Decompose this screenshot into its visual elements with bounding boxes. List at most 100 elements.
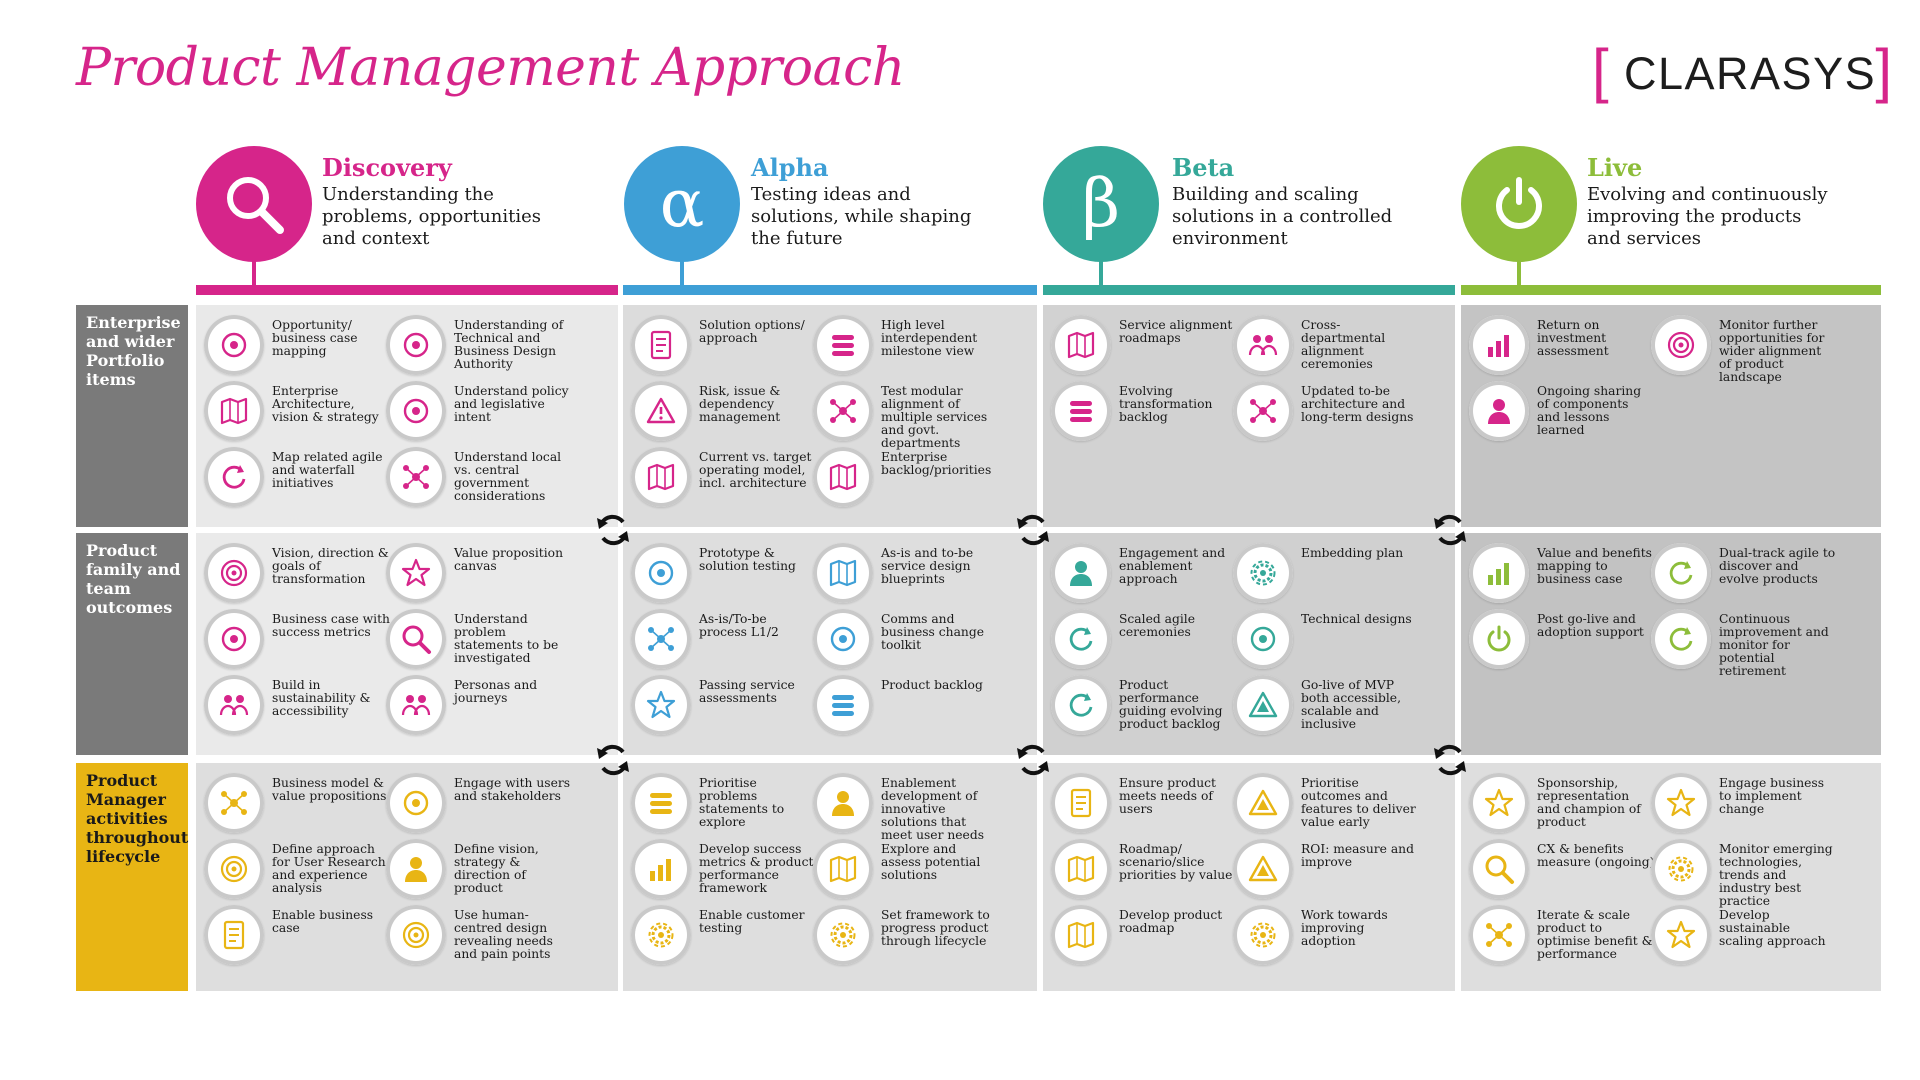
mortarboard-icon (1469, 381, 1529, 441)
money-icon (204, 609, 264, 669)
chip-icon (1651, 839, 1711, 899)
bank-icon (386, 315, 446, 375)
item-label: Understanding of Technical and Business … (454, 318, 564, 371)
item-label: Personas and journeys (454, 678, 538, 705)
gear-cycle-icon-glyph (830, 922, 856, 948)
item-label: Test modular alignment of multiple servi… (881, 384, 988, 450)
cycle-arrows-icon (1017, 514, 1049, 546)
badge-icon (631, 675, 691, 735)
clipboard-icon (1051, 773, 1111, 833)
item-discovery-1-0: Vision, direction & goals of transformat… (204, 543, 389, 603)
panel-discovery-row-1: Vision, direction & goals of transformat… (196, 533, 618, 755)
list-icon (813, 675, 873, 735)
bank-icon-glyph (403, 332, 429, 358)
dartboard-icon (386, 905, 446, 965)
map-pin-icon-glyph (1067, 921, 1095, 949)
people-icon-glyph (219, 695, 249, 716)
item-alpha-0-5: Enterprise backlog/priorities (813, 447, 993, 507)
item-label: Enablement development of innovative sol… (881, 776, 985, 842)
item-live-1-3: Continuous improvement and monitor for p… (1651, 609, 1831, 678)
item-label: Understand policy and legislative intent (454, 384, 569, 424)
item-live-0-2: Ongoing sharing of components and lesson… (1469, 381, 1649, 441)
chess-icon-glyph (405, 857, 427, 882)
item-live-1-1: Dual-track agile to discover and evolve … (1651, 543, 1835, 603)
butterfly-icon (1651, 773, 1711, 833)
trophy-icon (1469, 773, 1529, 833)
panel-live-row-2: Sponsorship, representation and champion… (1461, 763, 1881, 991)
map-icon-glyph (1067, 855, 1095, 883)
cycle-arrows-icon (1017, 744, 1049, 776)
item-label: Prioritise problems statements to explor… (699, 776, 785, 829)
phase-live-description: Evolving and continuously improving the … (1587, 184, 1828, 249)
item-label: Prioritise outcomes and features to deli… (1301, 776, 1416, 829)
item-label: Product performance guiding evolving pro… (1119, 678, 1223, 731)
design-icon-glyph (829, 559, 857, 587)
item-beta-0-3: Updated to-be architecture and long-term… (1233, 381, 1413, 441)
item-label: Ongoing sharing of components and lesson… (1537, 384, 1642, 437)
item-label: Set framework to progress product throug… (881, 908, 990, 948)
phase-live-bar (1461, 285, 1881, 295)
mortarboard-icon-glyph (1488, 399, 1510, 424)
person-growth-icon-glyph (1488, 335, 1509, 357)
item-live-0-1: Monitor further opportunities for wider … (1651, 315, 1831, 384)
map-icon (1051, 839, 1111, 899)
item-label: Cross-departmental alignment ceremonies (1301, 318, 1386, 371)
phase-discovery-circle (196, 146, 312, 262)
laptop-icon-glyph (648, 560, 674, 586)
dartboard-icon-glyph (402, 921, 430, 949)
phase-alpha-title: Alpha (751, 153, 829, 182)
item-alpha-2-5: Set framework to progress product throug… (813, 905, 993, 965)
desk-icon (1233, 609, 1293, 669)
dual-track-icon-glyph (1669, 561, 1693, 585)
item-label: Enterprise backlog/priorities (881, 450, 992, 477)
cycle-arrows-icon (597, 744, 629, 776)
signpost-icon-glyph (829, 463, 857, 491)
megaphone-icon (813, 609, 873, 669)
triangle-icon (1233, 675, 1293, 735)
item-live-2-3: Monitor emerging technologies, trends an… (1651, 839, 1833, 908)
item-label: Roadmap/ scenario/slice priorities by va… (1119, 842, 1233, 882)
item-label: Risk, issue & dependency management (699, 384, 781, 424)
warning-icon (631, 381, 691, 441)
item-beta-2-5: Work towards improving adoption (1233, 905, 1413, 965)
butterfly-icon-glyph (1666, 788, 1696, 817)
item-discovery-1-2: Business case with success metrics (204, 609, 390, 669)
item-label: Evolving transformation backlog (1119, 384, 1213, 424)
user-target-icon (204, 839, 264, 899)
item-label: Develop sustainable scaling approach (1719, 908, 1826, 948)
power-icon-glyph (1487, 625, 1511, 652)
item-label: Define approach for User Research and ex… (272, 842, 386, 895)
item-label: Go-live of MVP both accessible, scalable… (1301, 678, 1401, 731)
blueprint-icon-glyph (647, 463, 675, 491)
item-label: Solution options/ approach (699, 318, 805, 345)
triangle-icon-glyph (1248, 691, 1278, 718)
item-beta-1-4: Product performance guiding evolving pro… (1051, 675, 1231, 735)
item-alpha-0-4: Current vs. target operating model, incl… (631, 447, 811, 507)
cycle-icon-glyph (1069, 693, 1093, 717)
row-label-2: Product Manager activities throughout li… (76, 763, 188, 991)
item-label: Comms and business change toolkit (881, 612, 984, 652)
item-label: Engage with users and stakeholders (454, 776, 571, 803)
cycle-icon (1051, 675, 1111, 735)
item-label: Passing service assessments (699, 678, 795, 705)
row-label-0: Enterprise and wider Portfolio items (76, 305, 188, 527)
item-beta-0-1: Cross-departmental alignment ceremonies (1233, 315, 1413, 375)
item-discovery-2-0: Business model & value propositions (204, 773, 387, 833)
phase-discovery-description: Understanding the problems, opportunitie… (322, 184, 542, 249)
smiley-icon-glyph (401, 558, 431, 587)
phase-alpha-description: Testing ideas and solutions, while shapi… (751, 184, 972, 249)
globe-icon-glyph (1667, 331, 1695, 359)
item-live-2-5: Develop sustainable scaling approach (1651, 905, 1831, 965)
map-pin-icon (1051, 905, 1111, 965)
gantt-icon-glyph (832, 335, 854, 356)
item-discovery-0-1: Understanding of Technical and Business … (386, 315, 566, 375)
gear-cycle-icon (813, 905, 873, 965)
item-discovery-2-4: Enable business case (204, 905, 384, 965)
gavel-icon (386, 381, 446, 441)
user-check-icon (813, 773, 873, 833)
item-alpha-0-0: Solution options/ approach (631, 315, 811, 375)
agile-map-icon-glyph (222, 465, 246, 489)
